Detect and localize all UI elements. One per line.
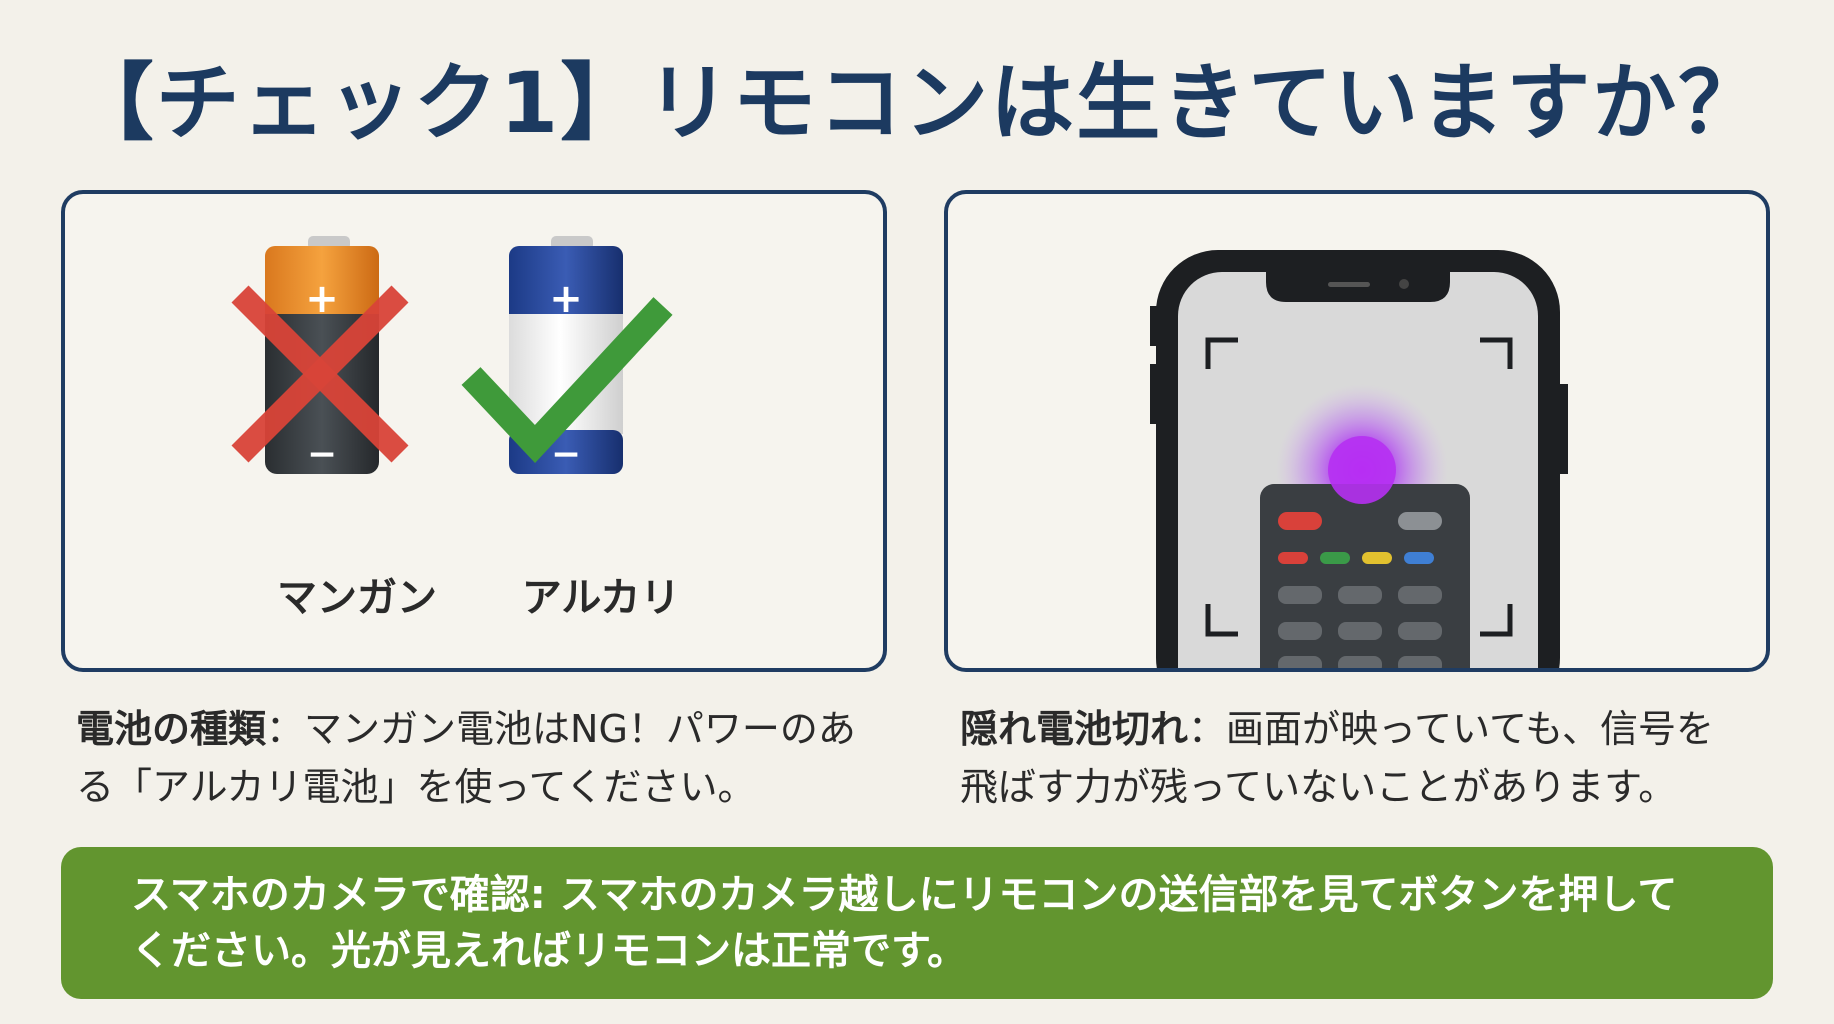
hidden-battery-heading: 隠れ電池切れ (960, 707, 1189, 751)
battery-type-body: マンガン電池はNG！パワーのある「アルカリ電池」を使ってください。 (76, 707, 856, 809)
phone-remote-illustration (1150, 250, 1568, 668)
manganese-label: マンガン (277, 575, 437, 621)
battery-type-heading: 電池の種類 (76, 707, 267, 751)
check-icon (461, 297, 673, 464)
alkaline-plus: + (549, 276, 583, 322)
smartphone-camera-panel (944, 190, 1770, 672)
hidden-battery-separator: ： (1188, 707, 1227, 751)
camera-frame-icon (1205, 337, 1513, 637)
battery-type-separator: ： (266, 707, 305, 751)
camera-check-text: スマホのカメラで確認: スマホのカメラ越しにリモコンの送信部を見てボタンを押して… (131, 872, 1678, 974)
alkaline-minus: − (551, 434, 581, 475)
manganese-plus: + (305, 276, 339, 322)
battery-type-panel: + − + − (61, 190, 887, 672)
manganese-minus: − (307, 434, 337, 475)
battery-illustration: + − + − (231, 236, 673, 475)
page-title: 【チェック1】リモコンは生きていますか？ (69, 54, 1765, 152)
alkaline-label: アルカリ (521, 575, 681, 621)
hidden-battery-body: 画面が映っていても、信号を飛ばす力が残っていないことがあります。 (960, 707, 1714, 809)
remote-control-icon (1260, 436, 1470, 668)
cross-icon (231, 285, 409, 463)
battery-type-caption: 電池の種類：マンガン電池はNG！パワーのある「アルカリ電池」を使ってください。 (76, 700, 876, 816)
hidden-battery-caption: 隠れ電池切れ：画面が映っていても、信号を飛ばす力が残っていないことがあります。 (960, 700, 1750, 816)
camera-check-banner: スマホのカメラで確認: スマホのカメラ越しにリモコンの送信部を見てボタンを押して… (61, 847, 1773, 999)
